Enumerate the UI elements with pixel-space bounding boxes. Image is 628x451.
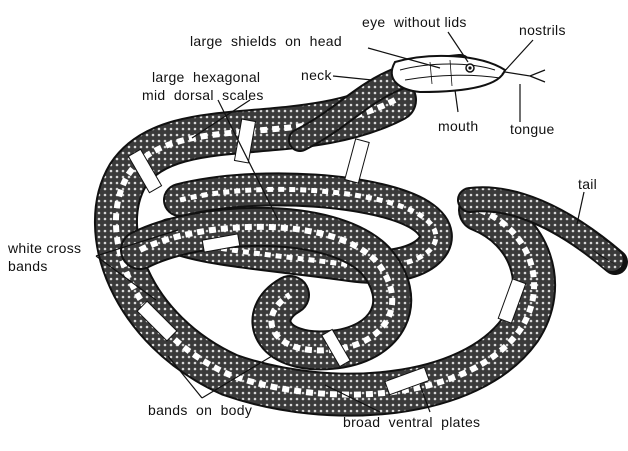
label-mid-dorsal-scales: mid dorsal scales: [142, 87, 264, 103]
middle-coil: [153, 172, 453, 284]
label-mouth: mouth: [438, 118, 479, 134]
outer-coil: [93, 78, 557, 417]
label-large-shields-on-head: large shields on head: [190, 33, 342, 49]
label-tongue: tongue: [510, 121, 555, 137]
tongue-icon: [504, 69, 546, 83]
label-neck: neck: [301, 67, 332, 83]
label-bands: bands: [8, 258, 48, 274]
label-broad-ventral-plates: broad ventral plates: [343, 414, 481, 430]
tail: [457, 186, 628, 275]
inner-coil: [120, 206, 413, 371]
label-tail: tail: [578, 176, 598, 192]
label-eye-without-lids: eye without lids: [362, 14, 467, 30]
cross-bands: [127, 118, 527, 396]
leader-lines: [95, 31, 585, 413]
label-bands-on-body: bands on body: [148, 402, 253, 418]
label-large-hexagonal: large hexagonal: [152, 69, 261, 85]
label-white-cross: white cross: [8, 240, 82, 256]
label-nostrils: nostrils: [519, 22, 566, 38]
